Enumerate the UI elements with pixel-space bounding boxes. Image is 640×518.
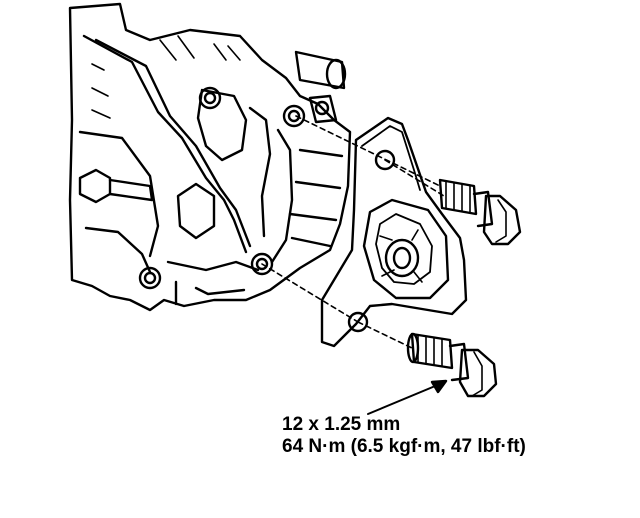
engine-block [68,2,352,312]
mount-bracket [320,116,468,348]
bolt-size-label: 12 x 1.25 mm [282,414,401,435]
torque-callout: 12 x 1.25 mm 64 N·m (6.5 kgf·m, 47 lbf·f… [282,414,526,458]
lower-bolt [406,332,498,398]
callout-arrow [367,379,448,415]
upper-bolt [438,178,522,246]
alignment-lines [261,115,445,349]
torque-spec-label: 64 N·m (6.5 kgf·m, 47 lbf·ft) [282,436,526,457]
